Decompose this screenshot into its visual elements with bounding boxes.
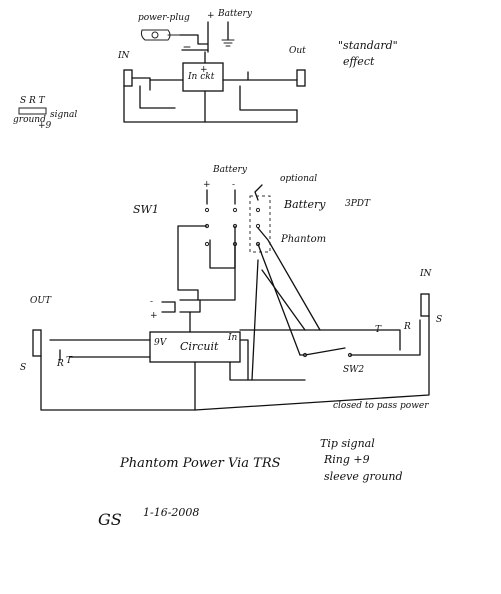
bottom-battery-icon [206,189,236,205]
circuit-label: Circuit [180,340,219,353]
top-battery-label: Battery [217,9,253,19]
bottom-battery-plus: + [203,180,211,190]
out-jack [32,329,42,357]
out-r-label: R [56,359,64,369]
in-jack [420,293,430,317]
spdt-label: 3PDT [345,199,371,209]
signature-date: 1-16-2008 [143,506,199,519]
cap-minus-label: - [150,297,153,307]
caption-title: Phantom Power Via TRS [119,456,281,471]
bottom-in-label: IN [419,269,433,279]
in-s-label: S [436,315,442,325]
sw1-switch [204,184,271,253]
trs-legend: S R T ground signal +9 [13,96,77,131]
cap-plus-label: + [150,311,158,321]
in-t-label: T [375,325,382,335]
top-circuit-box [182,62,224,92]
circuit-in-label: In [227,333,238,343]
plus9-label: +9 [38,121,52,131]
battery-right-label: Battery [283,198,326,211]
standard-effect-label-2: effect [343,55,375,68]
caption-ring: Ring +9 [323,453,370,466]
signal-label: signal [50,110,77,120]
srt-label: S R T [20,96,46,106]
out-s-label: S [20,363,26,373]
caption-tip: Tip signal [320,437,375,450]
nine-volt-label: 9V [154,338,168,348]
bottom-battery-minus: - [232,180,235,190]
optional-label: optional [280,174,317,184]
sw2-label: SW2 [343,365,364,375]
ground-label: ground [13,115,46,125]
top-in-label: IN [117,51,131,61]
out-t-label: T [66,356,73,366]
top-battery-plus-label: + [207,11,215,21]
phantom-power-diagram: Battery + - optional Battery 3PDT Phanto… [20,165,442,411]
caption-block: Phantom Power Via TRS Tip signal Ring +9… [119,437,403,483]
standard-effect-diagram: power-plug + Battery In ckt + IN [13,9,398,131]
phantom-label: Phantom [280,234,326,245]
in-r-label: R [403,322,411,332]
power-plug-label: power-plug [138,13,190,23]
closed-to-pass-power-label: closed to pass power [333,401,429,411]
top-in-jack [123,69,133,87]
signature-block: GS 1-16-2008 [98,506,199,529]
sw1-label: SW1 [133,203,159,216]
sw2-switch [299,319,421,358]
standard-effect-label-1: "standard" [338,39,398,52]
top-out-jack [296,69,306,87]
bottom-out-label: OUT [30,296,52,306]
top-circuit-plus: + [200,65,208,75]
signature-initials: GS [98,510,122,529]
power-plug-icon [140,29,181,41]
top-out-label: Out [289,46,306,56]
bottom-battery-label: Battery [212,165,248,175]
top-circuit-label: In ckt [187,72,215,82]
top-battery-icon [179,21,235,53]
caption-sleeve: sleeve ground [324,470,403,483]
